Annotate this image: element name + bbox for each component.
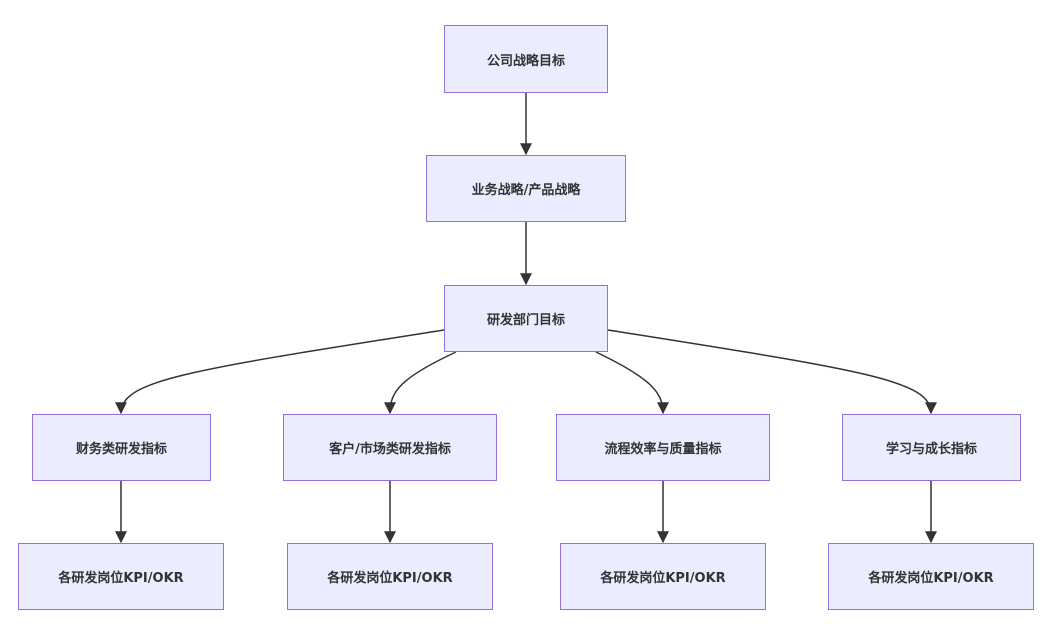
node-label: 客户/市场类研发指标: [329, 442, 451, 457]
node-financial-rd-metrics: 财务类研发指标: [32, 414, 211, 481]
node-label: 公司战略目标: [486, 53, 565, 69]
edge-rd-goal-to-financial: [115, 329, 445, 415]
node-label: 学习与成长指标: [885, 442, 977, 457]
node-label: 各研发岗位KPI/OKR: [868, 571, 994, 586]
node-company-strategic-goal: 公司战略目标: [444, 25, 608, 93]
node-learning-growth-metrics: 学习与成长指标: [842, 414, 1021, 481]
node-rd-department-goal: 研发部门目标: [444, 285, 608, 352]
node-kpi-okr-learning: 各研发岗位KPI/OKR: [828, 543, 1034, 610]
node-business-product-strategy: 业务战略/产品战略: [426, 155, 626, 222]
edge-rd-goal-to-learning: [607, 329, 937, 415]
node-label: 各研发岗位KPI/OKR: [58, 571, 184, 586]
node-kpi-okr-financial: 各研发岗位KPI/OKR: [18, 543, 224, 610]
node-kpi-okr-customer: 各研发岗位KPI/OKR: [287, 543, 493, 610]
node-label: 各研发岗位KPI/OKR: [600, 571, 726, 586]
node-process-efficiency-quality-metrics: 流程效率与质量指标: [556, 414, 770, 481]
edge-rd-goal-to-customer: [384, 351, 457, 415]
node-kpi-okr-process: 各研发岗位KPI/OKR: [560, 543, 766, 610]
node-label: 流程效率与质量指标: [604, 442, 722, 457]
node-label: 财务类研发指标: [75, 442, 167, 457]
node-label: 业务战略/产品战略: [471, 183, 581, 198]
node-customer-market-rd-metrics: 客户/市场类研发指标: [283, 414, 497, 481]
node-label: 研发部门目标: [486, 313, 565, 328]
edge-rd-goal-to-process: [595, 351, 669, 415]
node-label: 各研发岗位KPI/OKR: [327, 571, 453, 586]
